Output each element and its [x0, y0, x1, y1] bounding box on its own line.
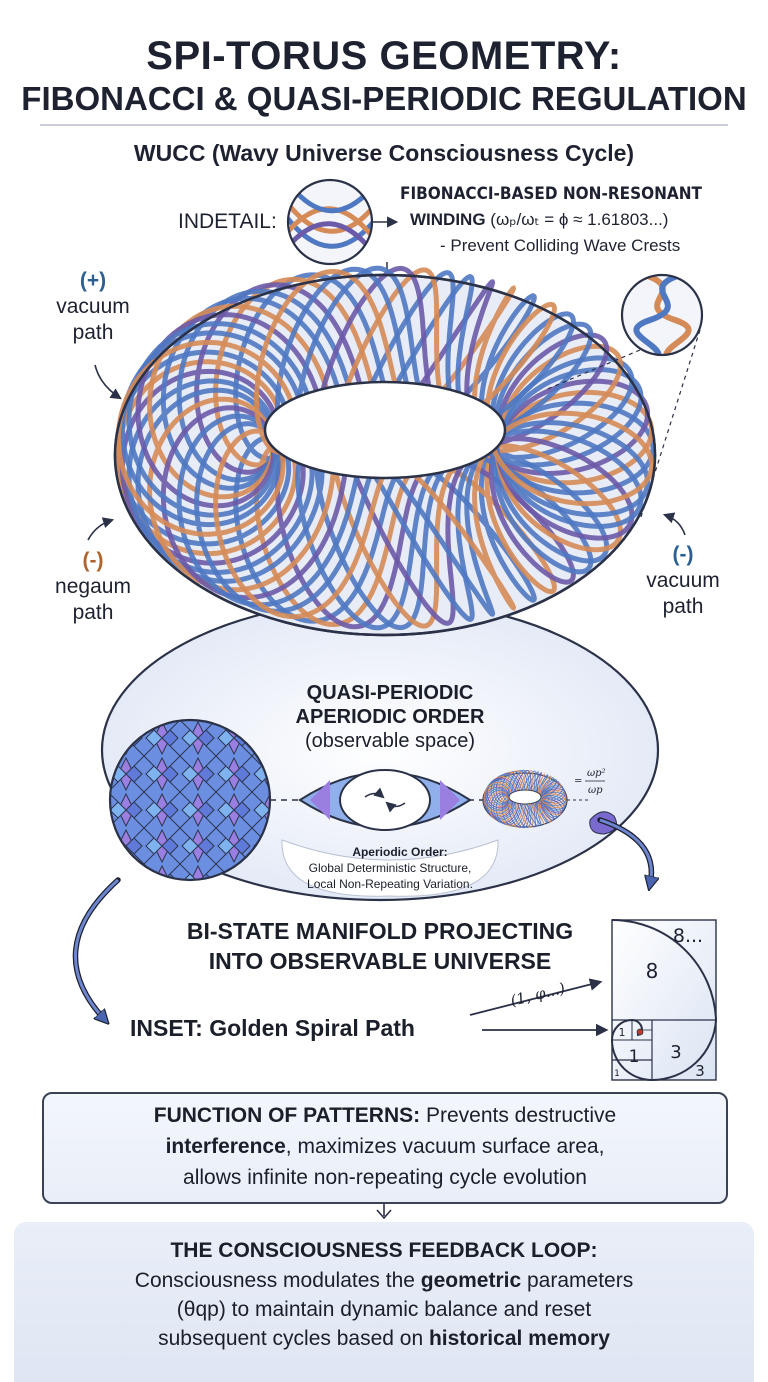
spiral-label-4: 1: [629, 1047, 640, 1067]
helix-detail-circle: [544, 273, 704, 521]
aperiodic-order-heading: APERIODIC ORDER: [295, 706, 485, 728]
torus-strand: [484, 772, 566, 828]
winding-word: WINDING: [410, 210, 486, 229]
winding-formula: (ωₚ/ωₜ = ϕ ≈ 1.61803...): [490, 210, 669, 229]
title-line-1: SPI-TORUS GEOMETRY:: [146, 34, 622, 78]
winding-line: WINDING (ωₚ/ωₜ = ϕ ≈ 1.61803...): [410, 210, 668, 230]
feedback-line-1: Consciousness modulates the geometric pa…: [134, 1269, 634, 1292]
observable-space-label: (observable space): [304, 730, 476, 752]
inset-arrow-label: (1, φ...): [509, 979, 567, 1010]
path-label-bottom-left: (-) negaum path: [55, 549, 131, 624]
spiral-label-6: 1: [614, 1069, 620, 1079]
penrose-tiling-disc: [108, 718, 272, 882]
formula-numerator: ωp²: [587, 768, 606, 779]
torus-strand: [119, 279, 651, 630]
feedback-line-3: subsequent cycles based on historical me…: [158, 1327, 610, 1350]
spiral-label-1: 8: [646, 959, 659, 983]
detail-label: INDETAIL:: [178, 210, 277, 233]
bistate-heading-1: BI-STATE MANIFOLD PROJECTING: [186, 918, 574, 944]
torus-strand: [484, 770, 566, 826]
aperiodic-caption-line-1: Global Deterministic Structure,: [308, 861, 472, 875]
bistate-heading-2: INTO OBSERVABLE UNIVERSE: [208, 948, 552, 974]
path-label-right: (-) vacuum path: [646, 543, 720, 618]
title-divider: [40, 124, 728, 126]
detail-inset-circle: [286, 178, 399, 266]
path-label-top-left: (+) vacuum path: [56, 269, 130, 344]
phase-lens: [298, 769, 472, 831]
fibonacci-heading: FIBONACCI-BASED NON-RESONANT: [400, 184, 702, 204]
spi-torus: [113, 265, 657, 637]
spiral-label-3: 1: [619, 1026, 626, 1039]
quasi-periodic-heading: QUASI-PERIODIC: [306, 682, 474, 704]
subtitle: WUCC (Wavy Universe Consciousness Cycle): [133, 140, 635, 166]
formula-eq: =: [574, 776, 582, 787]
function-of-patterns-text: FUNCTION OF PATTERNS: Prevents destructi…: [153, 1104, 617, 1189]
function-of-patterns-box: [42, 1092, 728, 1204]
torus-strand: [483, 770, 567, 827]
spiral-label-2: 3: [670, 1042, 681, 1063]
torus-strand: [115, 268, 655, 620]
consciousness-feedback-box: [14, 1222, 754, 1382]
aperiodic-caption-heading: Aperiodic Order:: [352, 845, 448, 859]
spiral-label-5: 3: [695, 1062, 705, 1080]
spiral-label-0: 8...: [673, 925, 703, 947]
golden-spiral-inset: 8... 8 3 1 1 3 1: [610, 919, 718, 1082]
aperiodic-caption-line-2: Local Non-Repeating Variation.: [307, 877, 473, 891]
inset-label: INSET: Golden Spiral Path: [130, 1015, 415, 1041]
feedback-line-2: (θqp) to maintain dynamic balance and re…: [176, 1298, 592, 1321]
feedback-heading: THE CONSCIOUSNESS FEEDBACK LOOP:: [170, 1239, 598, 1262]
formula-denominator: ωp: [588, 785, 603, 796]
title-line-2: FIBONACCI & QUASI-PERIODIC REGULATION: [21, 80, 747, 117]
winding-note: - Prevent Colliding Wave Crests: [440, 236, 681, 255]
